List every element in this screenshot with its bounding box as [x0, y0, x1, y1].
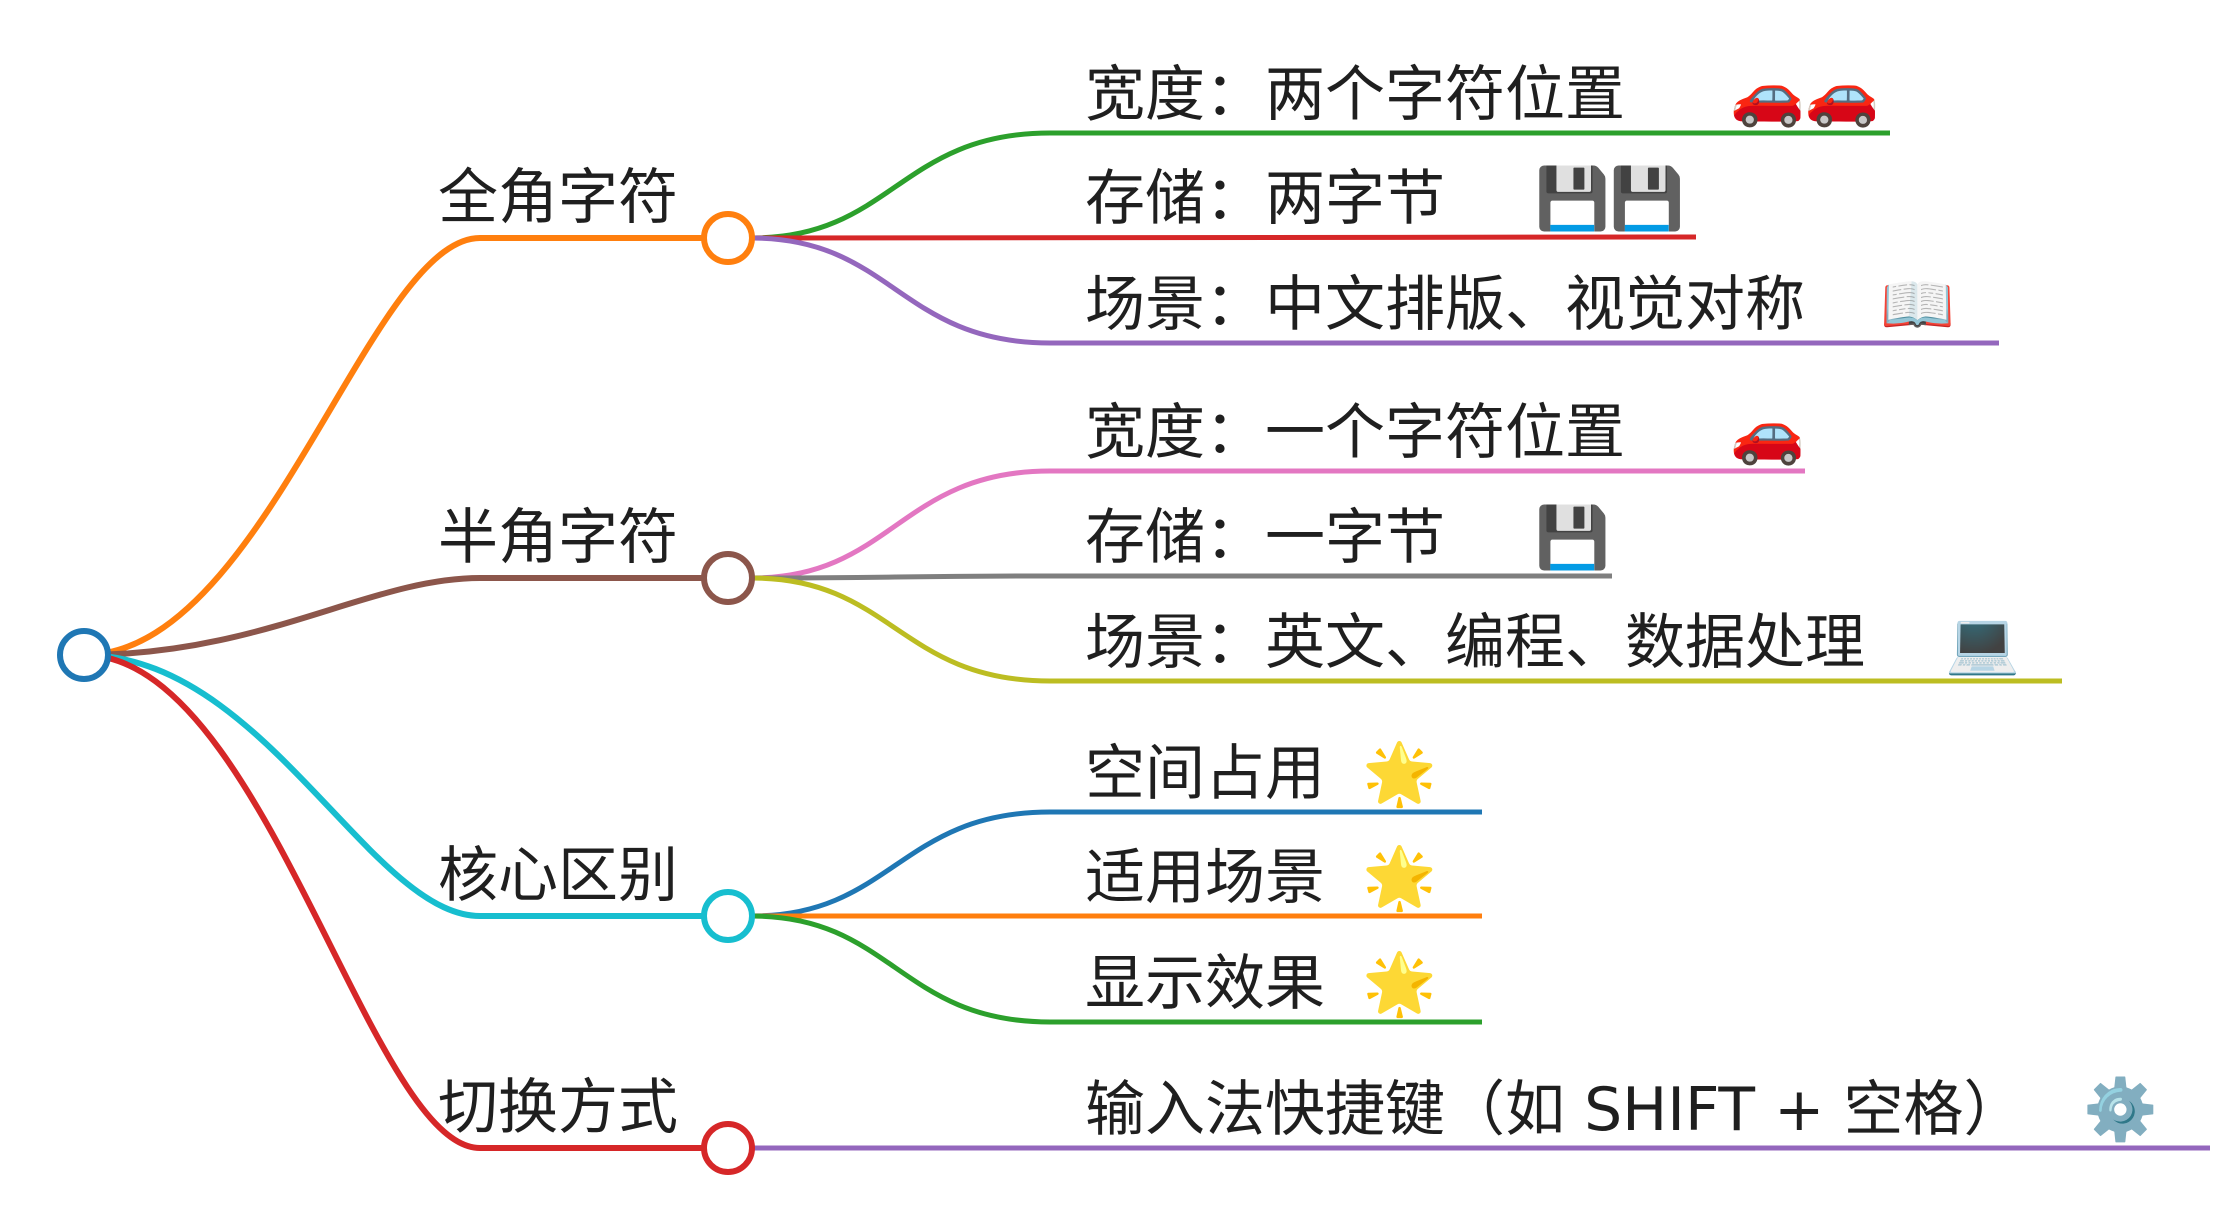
- star-icon: 🌟: [1362, 949, 1437, 1019]
- leaf-label: 输入法快捷键（如 SHIFT + 空格）: [1085, 1075, 2024, 1145]
- leaf-label: 宽度：一个字符位置: [1085, 398, 1625, 468]
- star-icon: 🌟: [1362, 739, 1437, 809]
- leaf-label: 宽度：两个字符位置: [1085, 60, 1625, 130]
- branch-connector: [83, 235, 728, 658]
- laptop-icon: 💻: [1945, 608, 2020, 678]
- leaf-connector: [751, 234, 1697, 241]
- car-icon: 🚗: [1730, 398, 1805, 468]
- leaf-connector: [751, 573, 1612, 581]
- branch-label: 切换方式: [438, 1073, 678, 1143]
- floppy-disk-icon: 💾💾: [1535, 164, 1684, 234]
- leaf-connector: [751, 235, 1999, 346]
- car-icon: 🚗🚗: [1730, 60, 1879, 130]
- branch-connector: [83, 575, 728, 658]
- star-icon: 🌟: [1362, 843, 1437, 913]
- leaf-label: 显示效果: [1085, 949, 1325, 1019]
- leaf-label: 场景：英文、编程、数据处理: [1085, 608, 1865, 678]
- branch-label: 核心区别: [438, 841, 678, 911]
- connectors-layer: [83, 130, 2210, 1151]
- leaf-connector: [751, 468, 1805, 581]
- floppy-disk-icon: 💾: [1535, 503, 1610, 573]
- labels-layer: 全角字符 宽度：两个字符位置 🚗🚗 存储：两字节 💾💾 场景：中文排版、视觉对称 📖 半角字符…: [438, 60, 2158, 1145]
- branch-node[interactable]: [701, 889, 755, 943]
- leaf-label: 空间占用: [1085, 739, 1325, 809]
- branch-connector: [83, 652, 728, 919]
- branch-node[interactable]: [701, 211, 755, 265]
- leaf-label: 存储：两字节: [1085, 164, 1445, 234]
- branch-node[interactable]: [701, 1121, 755, 1175]
- branch-label: 半角字符: [438, 503, 678, 573]
- leaf-label: 存储：一字节: [1085, 503, 1445, 573]
- leaf-connector: [751, 809, 1482, 919]
- gear-icon: ⚙️: [2083, 1075, 2158, 1145]
- leaf-label: 适用场景: [1085, 843, 1325, 913]
- leaf-connector: [751, 575, 2062, 684]
- branch-connector: [83, 652, 728, 1151]
- branch-label: 全角字符: [438, 163, 678, 233]
- open-book-icon: 📖: [1880, 270, 1955, 340]
- nodes-layer: [57, 211, 755, 1175]
- root-node[interactable]: [57, 628, 111, 682]
- branch-node[interactable]: [701, 551, 755, 605]
- leaf-connector: [751, 913, 1482, 1025]
- leaf-connector: [751, 130, 1890, 241]
- leaf-label: 场景：中文排版、视觉对称: [1085, 270, 1805, 340]
